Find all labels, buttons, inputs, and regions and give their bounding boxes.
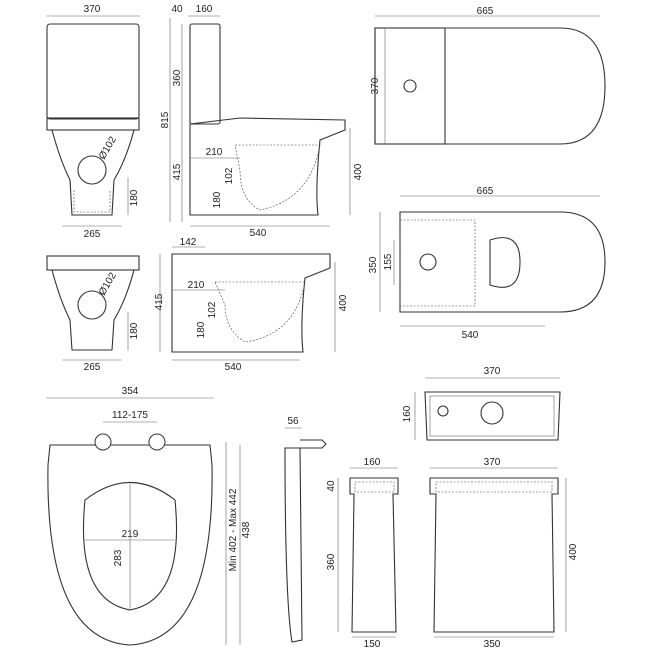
cistern-side-view: 160 40 360 150 [326, 457, 399, 650]
dim-cistern-side-top-depth: 160 [364, 457, 381, 468]
dim-cistern-front-height: 400 [568, 543, 579, 560]
front-view: 370 Ø102 180 265 [46, 4, 140, 240]
dim-cistern-top-width: 370 [484, 366, 501, 377]
dim-side2-length: 540 [225, 362, 242, 373]
dim-seat-fixing-range: Min 402 - Max 442 [228, 488, 239, 571]
dim-side-outlet-height: 180 [212, 191, 223, 208]
dim-plan-width: 370 [370, 77, 381, 94]
dim-cistern-front-base-width: 350 [484, 639, 501, 650]
dim-under-fixing: 155 [383, 253, 394, 270]
dim-side2-pan-height: 415 [154, 293, 165, 310]
cistern-front-view: 370 400 350 [429, 457, 579, 650]
dim-side2-cistern-offset: 142 [180, 237, 197, 248]
side-view: 40 160 360 815 415 210 102 180 540 400 [160, 4, 364, 239]
plan-top-view: 665 370 [370, 6, 606, 145]
dim-cistern-front-top-width: 370 [484, 457, 501, 468]
seat-side-view: 56 [284, 416, 327, 643]
dim-cistern-side-body-height: 360 [326, 553, 337, 570]
dim-side-cistern-height: 360 [172, 69, 183, 86]
dim-side-pan-height: 415 [172, 163, 183, 180]
dim-seat-thickness: 56 [287, 416, 299, 427]
dim-under-width: 350 [368, 256, 379, 273]
dim-side2-outlet-offset: 210 [188, 280, 205, 291]
dim-side-total-height: 815 [160, 111, 171, 128]
plan-underside-view: 665 350 155 540 [368, 186, 606, 341]
dim-side-outlet-dia: 102 [224, 167, 235, 184]
side-view-2: 142 415 210 102 180 540 400 [154, 237, 349, 373]
dim-seat-length: 438 [241, 521, 252, 538]
dim-cistern-side-base-depth: 150 [364, 639, 381, 650]
cistern-top-view: 370 160 [402, 366, 561, 441]
dim-front2-base-width: 265 [84, 362, 101, 373]
dim-side-rim-height: 400 [353, 163, 364, 180]
dim-side-outlet-offset: 210 [206, 147, 223, 158]
dim-front-base-width: 265 [84, 229, 101, 240]
dim-side-length: 540 [250, 228, 267, 239]
seat-plan-view: 354 112-175 219 283 Min 402 - Max 442 43… [46, 386, 252, 646]
dim-front2-trap-height: 180 [129, 322, 140, 339]
dim-front-trap-height: 180 [129, 189, 140, 206]
dim-seat-opening-length: 283 [113, 549, 124, 566]
dim-seat-hinge-spacing: 112-175 [112, 410, 148, 421]
dim-front-outlet: Ø102 [97, 134, 119, 161]
dim-cistern-top-depth: 160 [402, 405, 413, 422]
dim-cistern-side-lid: 40 [326, 480, 337, 492]
dim-front2-outlet: Ø102 [97, 270, 119, 297]
dim-under-length: 665 [477, 186, 494, 197]
dim-front-width: 370 [84, 4, 101, 15]
dim-plan-length: 665 [477, 6, 494, 17]
dim-side2-rim-height: 400 [338, 294, 349, 311]
dim-side-cistern-depth: 160 [196, 4, 213, 15]
dim-side2-outlet-dia: 102 [207, 301, 218, 318]
dim-under-base-length: 540 [462, 330, 479, 341]
dim-seat-width: 354 [122, 386, 139, 397]
dim-side2-outlet-height: 180 [196, 321, 207, 338]
dim-side-lid: 40 [171, 4, 183, 15]
front-view-2: Ø102 180 265 [46, 255, 140, 373]
